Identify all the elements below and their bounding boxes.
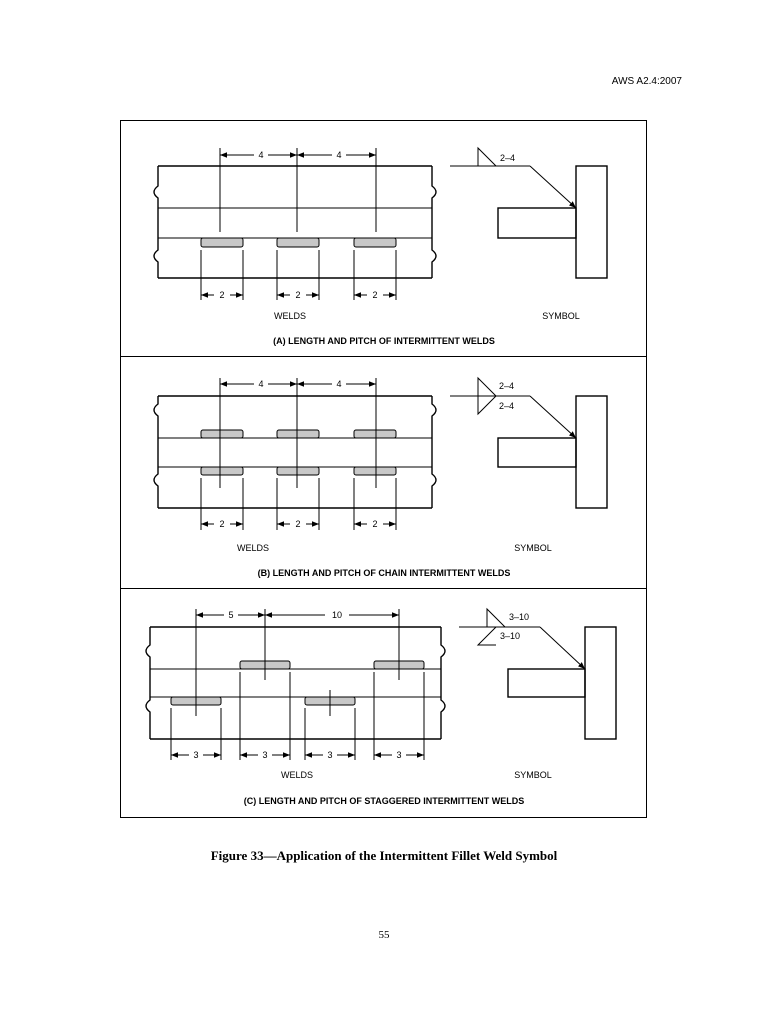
panel-a-title: (A) LENGTH AND PITCH OF INTERMITTENT WEL… bbox=[273, 336, 495, 346]
label-background bbox=[242, 796, 526, 806]
label-background bbox=[395, 750, 403, 760]
label-background bbox=[335, 379, 343, 389]
panel-c-length-dim: 3 bbox=[262, 750, 267, 760]
label-background bbox=[498, 401, 516, 411]
label-background bbox=[261, 750, 269, 760]
panel-a-length-dim: 2 bbox=[372, 290, 377, 300]
label-background bbox=[192, 750, 200, 760]
panel-b-symbol-text-top: 2–4 bbox=[499, 381, 514, 391]
label-background bbox=[498, 381, 516, 391]
panel-b-welds-label: WELDS bbox=[237, 543, 269, 553]
label-background bbox=[499, 153, 517, 163]
document-standard-header: AWS A2.4:2007 bbox=[611, 76, 682, 87]
label-background bbox=[294, 519, 302, 529]
label-background bbox=[257, 150, 265, 160]
label-background bbox=[272, 311, 308, 321]
label-background bbox=[499, 631, 522, 641]
label-background bbox=[257, 379, 265, 389]
panel-c-welds-label: WELDS bbox=[281, 770, 313, 780]
panel-c-diagram bbox=[145, 609, 446, 760]
panel-b-length-dim: 2 bbox=[295, 519, 300, 529]
panel-c-length-dim: 3 bbox=[193, 750, 198, 760]
panel-b-length-dim: 2 bbox=[372, 519, 377, 529]
panel-c-length-dim: 3 bbox=[327, 750, 332, 760]
label-background bbox=[235, 543, 271, 553]
label-background bbox=[335, 150, 343, 160]
panel-c-title: (C) LENGTH AND PITCH OF STAGGERED INTERM… bbox=[244, 796, 525, 806]
panel-divider bbox=[121, 588, 646, 589]
label-background bbox=[513, 770, 553, 780]
panel-c-length-dim: 3 bbox=[396, 750, 401, 760]
panel-b-pitch-dim: 4 bbox=[336, 379, 341, 389]
label-background bbox=[227, 610, 235, 620]
panel-a-welds-label: WELDS bbox=[274, 311, 306, 321]
label-background bbox=[279, 770, 315, 780]
panel-divider bbox=[121, 356, 646, 357]
label-background bbox=[371, 290, 379, 300]
panel-b-symbol-label: SYMBOL bbox=[514, 543, 552, 553]
label-background bbox=[218, 519, 226, 529]
panel-a-diagram bbox=[153, 148, 437, 300]
panel-b-pitch-dim: 4 bbox=[258, 379, 263, 389]
label-background bbox=[326, 750, 334, 760]
panel-a-symbol-text: 2–4 bbox=[500, 153, 515, 163]
panel-c-symbol-label: SYMBOL bbox=[514, 770, 552, 780]
page-number: 55 bbox=[378, 929, 390, 941]
panel-b-title: (B) LENGTH AND PITCH OF CHAIN INTERMITTE… bbox=[258, 568, 511, 578]
panel-c-symbol bbox=[459, 607, 617, 740]
label-background bbox=[371, 519, 379, 529]
label-background bbox=[272, 336, 496, 346]
panel-a-pitch-dim: 4 bbox=[336, 150, 341, 160]
panel-a-length-dim: 2 bbox=[295, 290, 300, 300]
panel-c-symbol-text-bottom: 3–10 bbox=[500, 631, 520, 641]
panel-b-length-dim: 2 bbox=[219, 519, 224, 529]
panel-a-pitch-dim: 4 bbox=[258, 150, 263, 160]
panel-a-length-dim: 2 bbox=[219, 290, 224, 300]
panel-c-pitch-dim: 10 bbox=[332, 610, 342, 620]
label-background bbox=[218, 290, 226, 300]
panel-c-pitch-dim: 5 bbox=[228, 610, 233, 620]
label-background bbox=[541, 311, 581, 321]
panel-b-symbol-text-bottom: 2–4 bbox=[499, 401, 514, 411]
panel-c-symbol-text-top: 3–10 bbox=[509, 612, 529, 622]
label-background bbox=[508, 612, 531, 622]
figure-caption: Figure 33—Application of the Intermitten… bbox=[210, 848, 558, 863]
label-background bbox=[330, 610, 344, 620]
figure-frame bbox=[120, 120, 647, 818]
panel-a-symbol bbox=[450, 146, 608, 279]
panel-b-symbol bbox=[450, 376, 608, 509]
panel-b-diagram bbox=[153, 378, 437, 530]
label-background bbox=[513, 543, 553, 553]
label-background bbox=[256, 568, 512, 578]
panel-a-symbol-label: SYMBOL bbox=[542, 311, 580, 321]
label-background bbox=[294, 290, 302, 300]
